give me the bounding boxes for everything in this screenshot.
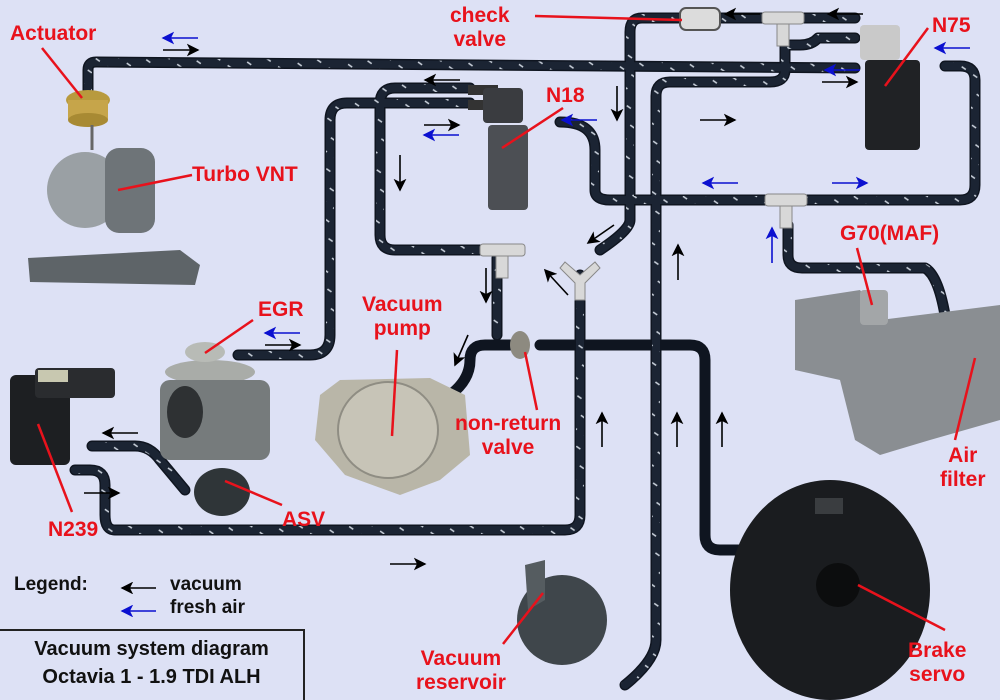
label-n18: N18 [546,84,585,107]
legend-title: Legend: [14,574,88,595]
leader-vacuum-pump [390,349,399,437]
label-turbo-vnt: Turbo VNT [192,163,298,186]
label-air-filter-line1: Air [948,444,978,467]
asv-body [194,468,250,516]
label-vacuum-reservoir-line2: reservoir [416,671,506,694]
label-check-valve-line2: valve [453,28,507,51]
n18-body [468,85,528,210]
label-check-valve: check valve [450,4,510,52]
legend-fresh-air-label: fresh air [170,597,245,618]
label-vacuum-pump-line1: Vacuum [362,293,443,316]
label-vacuum-reservoir-line1: Vacuum [420,647,502,670]
leader-egr [204,318,254,355]
leader-brake-servo [857,583,946,632]
vacuum-reservoir-body [517,560,607,665]
turbo-body [28,148,200,285]
label-brake-servo-line1: Brake [908,639,967,662]
vacuum-pump-body [315,378,470,495]
label-egr: EGR [258,298,304,321]
leader-lines [36,14,977,645]
label-g70-maf: G70(MAF) [840,222,940,245]
arrow-vacuum [586,224,615,244]
leader-n75 [883,27,930,87]
hose-pump [444,339,521,401]
legend-vacuum-arrow-icon [120,582,156,594]
leader-asv [224,479,283,507]
check-valve-body [679,7,721,31]
leader-n239 [36,423,74,513]
arrow-vacuum [543,268,569,296]
diagram-title-box: Vacuum system diagram Octavia 1 - 1.9 TD… [0,629,305,700]
label-n239: N239 [48,518,99,541]
label-vacuum-reservoir: Vacuum reservoir [416,647,506,695]
flow-arrows [84,7,970,571]
leader-check-valve [534,14,683,22]
leader-g70 [855,247,874,306]
leader-reservoir [502,592,544,645]
label-non-return-valve: non-return valve [455,412,561,460]
label-brake-servo: Brake servo [908,639,966,687]
hose-checkvalve [594,12,686,256]
air-filter-body [795,290,1000,455]
label-n75: N75 [932,14,971,37]
tee-fittings [479,11,808,301]
n239-body [10,368,115,465]
label-brake-servo-line2: servo [909,663,966,686]
leader-actuator [41,47,83,99]
leader-air-filter [953,357,977,441]
legend-vacuum-label: vacuum [170,574,242,595]
label-non-return-valve-line1: non-return [455,412,562,435]
leader-turbo [117,173,193,192]
label-vacuum-pump: Vacuum pump [362,293,443,341]
legend-fresh-air-arrow-icon [120,605,156,617]
leader-n18 [501,106,564,150]
label-non-return-valve-line2: valve [481,436,535,459]
hose-n18-top [374,82,486,256]
arrow-vacuum [453,334,469,367]
label-actuator: Actuator [10,22,97,45]
actuator-body [66,90,110,150]
label-air-filter-line2: filter [940,468,986,491]
brake-servo-body [730,480,930,700]
leader-non-return [523,351,539,411]
diagram-subtitle: Octavia 1 - 1.9 TDI ALH [42,666,261,688]
non-return-valve-body [510,331,530,359]
hose-servo [534,339,766,556]
label-check-valve-line1: check [450,4,510,27]
label-vacuum-pump-line2: pump [373,317,431,340]
egr-body [160,342,270,460]
label-air-filter: Air filter [940,444,986,492]
n75-body [860,25,920,150]
label-asv: ASV [282,508,326,531]
diagram-title: Vacuum system diagram [34,638,269,660]
